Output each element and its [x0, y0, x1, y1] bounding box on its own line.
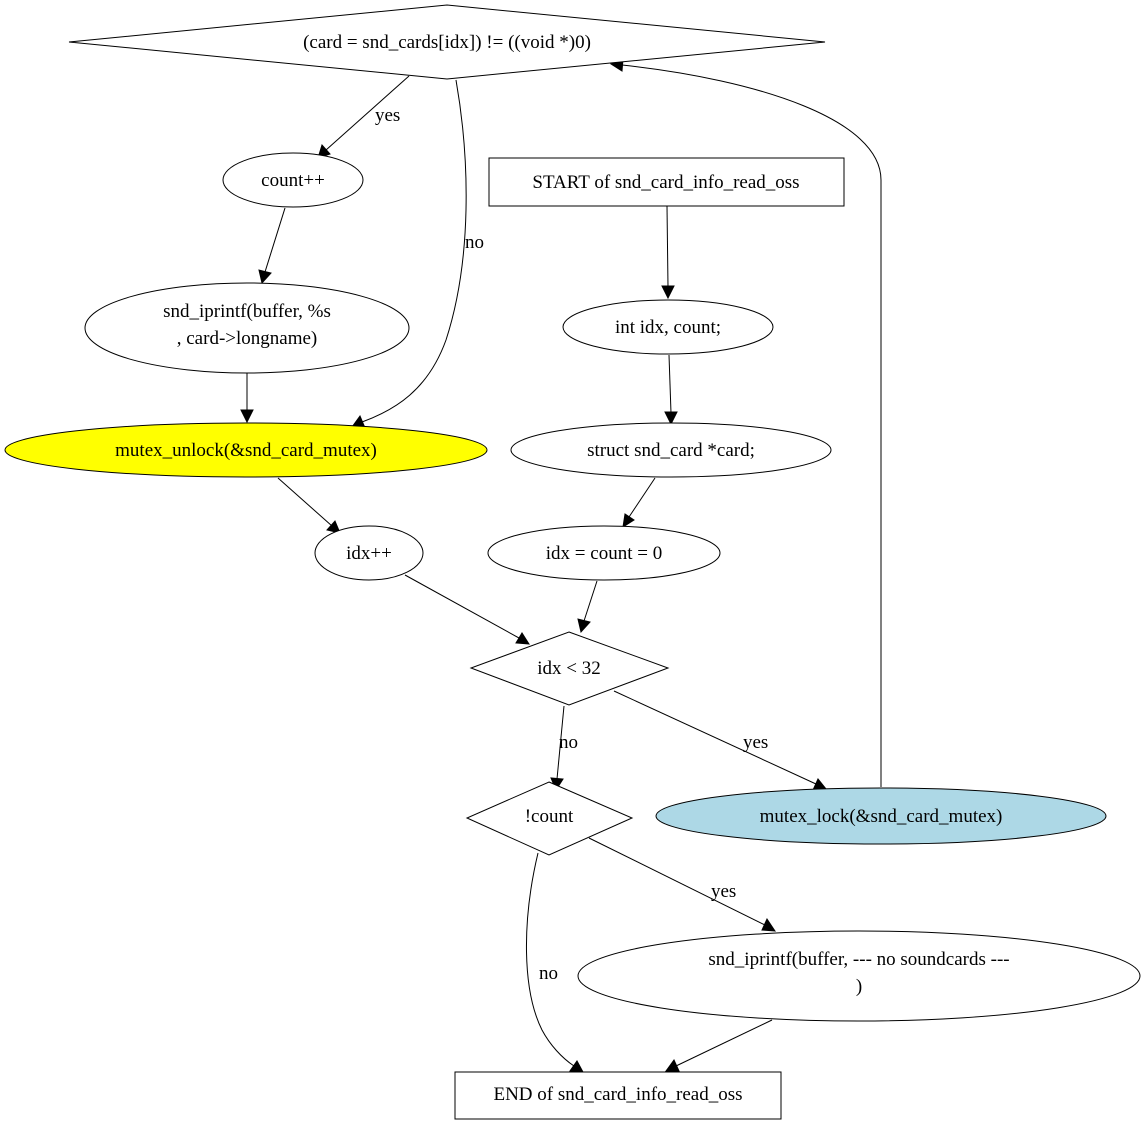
edge-init-idx-count-to-idx-lt-32 — [577, 580, 598, 634]
node-not-count: !count — [465, 781, 634, 856]
node-loop-condition: (card = snd_cards[idx]) != ((void *)0) — [68, 4, 826, 80]
node-iprintf-none: snd_iprintf(buffer, --- no soundcards --… — [577, 930, 1141, 1022]
node-init-idx-count-label: idx = count = 0 — [546, 543, 662, 564]
node-mutex-lock: mutex_lock(&snd_card_mutex) — [655, 787, 1107, 845]
node-iprintf-longname: snd_iprintf(buffer, %s , card->longname) — [84, 282, 410, 374]
edge-count-inc-to-iprintf-longname — [258, 207, 286, 285]
edge-decl-idx-count-to-decl-card — [664, 354, 678, 426]
node-iprintf-longname-line1: snd_iprintf(buffer, %s — [163, 301, 331, 322]
edge-label-idx-lt-32-no: no — [559, 732, 578, 753]
node-decl-card: struct snd_card *card; — [510, 422, 832, 478]
node-mutex-unlock-label: mutex_unlock(&snd_card_mutex) — [115, 440, 377, 461]
node-start: START of snd_card_info_read_oss — [488, 157, 845, 207]
edge-iprintf-none-to-end — [665, 1019, 773, 1072]
node-iprintf-none-line2: ) — [856, 976, 862, 997]
node-not-count-label: !count — [525, 806, 574, 827]
node-iprintf-none-line1: snd_iprintf(buffer, --- no soundcards --… — [708, 949, 1009, 970]
node-mutex-lock-label: mutex_lock(&snd_card_mutex) — [760, 806, 1003, 827]
edge-label-loop-cond-no: no — [465, 232, 484, 253]
node-count-increment: count++ — [222, 152, 364, 208]
edge-decl-card-to-init-idx-count — [622, 477, 656, 529]
edge-idx-inc-to-idx-lt-32 — [404, 574, 530, 645]
edge-label-not-count-no: no — [539, 963, 558, 984]
node-loop-condition-label: (card = snd_cards[idx]) != ((void *)0) — [303, 32, 591, 53]
node-decl-idx-count-label: int idx, count; — [615, 317, 721, 338]
edge-not-count-to-iprintf-none — [588, 837, 776, 932]
edge-labels: yes no no yes yes no — [375, 105, 768, 984]
edges — [240, 58, 882, 1073]
node-end-label: END of snd_card_info_read_oss — [493, 1084, 742, 1105]
node-end: END of snd_card_info_read_oss — [454, 1071, 782, 1120]
nodes: (card = snd_cards[idx]) != ((void *)0) c… — [4, 4, 1141, 1120]
node-start-label: START of snd_card_info_read_oss — [532, 172, 799, 193]
node-iprintf-longname-line2: , card->longname) — [177, 328, 318, 349]
node-idx-increment-label: idx++ — [346, 543, 392, 564]
node-init-idx-count: idx = count = 0 — [487, 525, 721, 581]
edge-label-not-count-yes: yes — [711, 881, 736, 902]
edge-mutex-unlock-to-idx-inc — [277, 477, 341, 534]
edge-idx-lt-32-to-mutex-lock — [613, 690, 827, 791]
edge-start-to-decl-idx-count — [661, 205, 675, 300]
edge-loop-cond-to-mutex-unlock — [351, 79, 467, 429]
edge-iprintf-longname-to-mutex-unlock — [240, 373, 254, 424]
node-mutex-unlock: mutex_unlock(&snd_card_mutex) — [4, 422, 488, 478]
edge-label-idx-lt-32-yes: yes — [743, 732, 768, 753]
node-idx-lt-32: idx < 32 — [469, 631, 670, 706]
node-idx-increment: idx++ — [314, 525, 424, 581]
edge-label-loop-cond-yes: yes — [375, 105, 400, 126]
node-decl-card-label: struct snd_card *card; — [587, 440, 755, 461]
node-idx-lt-32-label: idx < 32 — [537, 658, 601, 679]
node-decl-idx-count: int idx, count; — [562, 299, 774, 355]
node-count-increment-label: count++ — [261, 170, 325, 191]
